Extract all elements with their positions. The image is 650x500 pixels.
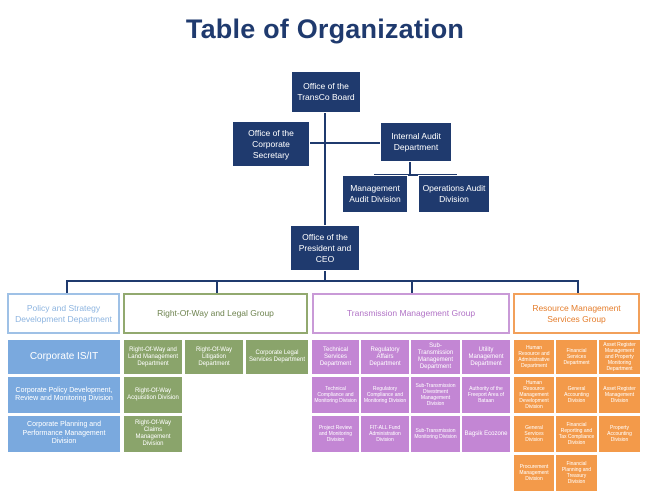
technical-services-box: Technical Services Department <box>312 340 359 374</box>
internal-audit-department-box: Internal Audit Department <box>380 122 452 162</box>
management-audit-division-box: Management Audit Division <box>342 175 408 213</box>
connector-group-rmsg <box>577 280 579 293</box>
fit-all-fund-box: FIT-ALL Fund Administration Division <box>361 416 409 452</box>
office-of-president-box: Office of the President and CEO <box>290 225 360 271</box>
connector-audit-divisions <box>374 174 456 176</box>
corporate-planning-box: Corporate Planning and Performance Manag… <box>8 416 120 452</box>
financial-planning-box: Financial Planning and Treasury Division <box>556 455 597 491</box>
page-title: Table of Organization <box>185 14 465 44</box>
financial-reporting-box: Financial Reporting and Tax Compliance D… <box>556 416 597 452</box>
sub-transmission-management-box: Sub-Transmission Management Department <box>411 340 460 374</box>
asset-register-division-box: Asset Register Management Division <box>599 377 640 413</box>
connector-group-policy <box>66 280 68 293</box>
corporate-legal-services-box: Corporate Legal Services Department <box>246 340 308 374</box>
property-accounting-box: Property Accounting Division <box>599 416 640 452</box>
hr-admin-department-box: Human Resource and Administrative Depart… <box>514 340 554 374</box>
technical-compliance-box: Technical Compliance and Monitoring Divi… <box>312 377 359 413</box>
connector-group-tmg <box>411 280 413 293</box>
regulatory-affairs-box: Regulatory Affairs Department <box>361 340 409 374</box>
policy-strategy-header: Policy and Strategy Development Departme… <box>7 293 120 334</box>
connector-president-down <box>324 270 326 280</box>
resource-management-header: Resource Management Services Group <box>513 293 640 334</box>
connector-main-vertical <box>324 112 326 226</box>
connector-secretary-audit <box>310 142 382 144</box>
asset-register-department-box: Asset Register Management and Property M… <box>599 340 640 374</box>
general-services-box: General Services Division <box>514 416 554 452</box>
office-of-transco-board-box: Office of the TransCo Board <box>291 71 361 113</box>
row-land-management-box: Right-Of-Way and Land Management Departm… <box>124 340 182 374</box>
row-claims-management-box: Right-Of-Way Claims Management Division <box>124 416 182 452</box>
regulatory-compliance-box: Regulatory Compliance and Monitoring Div… <box>361 377 409 413</box>
sub-transmission-divestment-box: Sub-Transmission Divestment Management D… <box>411 377 460 413</box>
transmission-management-header: Transmission Management Group <box>312 293 510 334</box>
procurement-management-box: Procurement Management Division <box>514 455 554 491</box>
hr-development-division-box: Human Resource Management Development Di… <box>514 377 554 413</box>
bagsik-ecozone-box: Bagsik Ecozone <box>462 416 510 452</box>
project-review-box: Project Review and Monitoring Division <box>312 416 359 452</box>
sub-transmission-monitoring-box: Sub-Transmission Monitoring Division <box>411 416 460 452</box>
connector-audit-vertical <box>409 162 411 174</box>
row-acquisition-box: Right-Of-Way Acquisition Division <box>124 377 182 413</box>
general-accounting-box: General Accounting Division <box>556 377 597 413</box>
financial-services-box: Financial Services Department <box>556 340 597 374</box>
freeport-area-bataan-box: Authority of the Freeport Area of Bataan <box>462 377 510 413</box>
operations-audit-division-box: Operations Audit Division <box>418 175 490 213</box>
connector-group-row <box>216 280 218 293</box>
office-of-corporate-secretary-box: Office of the Corporate Secretary <box>232 121 310 167</box>
row-legal-header: Right-Of-Way and Legal Group <box>123 293 308 334</box>
utility-management-box: Utility Management Department <box>462 340 510 374</box>
corporate-policy-development-box: Corporate Policy Development, Review and… <box>8 377 120 413</box>
row-litigation-box: Right-Of-Way Litigation Department <box>185 340 243 374</box>
corporate-isit-box: Corporate IS/IT <box>8 340 120 374</box>
connector-groups-horizontal <box>66 280 579 282</box>
